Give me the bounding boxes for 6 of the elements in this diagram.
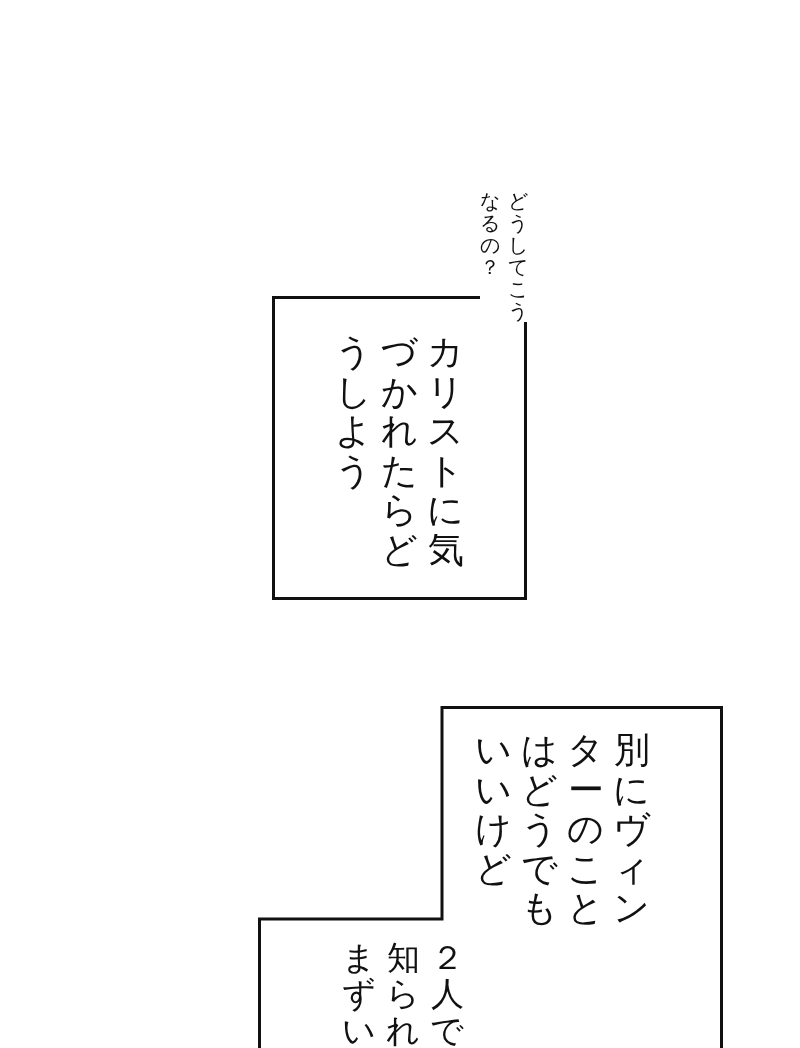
caption-text: ２人で知られまずい	[343, 940, 464, 1048]
caption-box	[258, 706, 723, 1048]
caption-text: 別にヴィンターのことはどうでもいいけど	[476, 730, 650, 928]
caption-text: カリストに気づかれたらどうしよう	[336, 332, 464, 570]
thought-text: どうしてこうなるの？	[480, 190, 528, 322]
caption-box	[272, 296, 527, 600]
